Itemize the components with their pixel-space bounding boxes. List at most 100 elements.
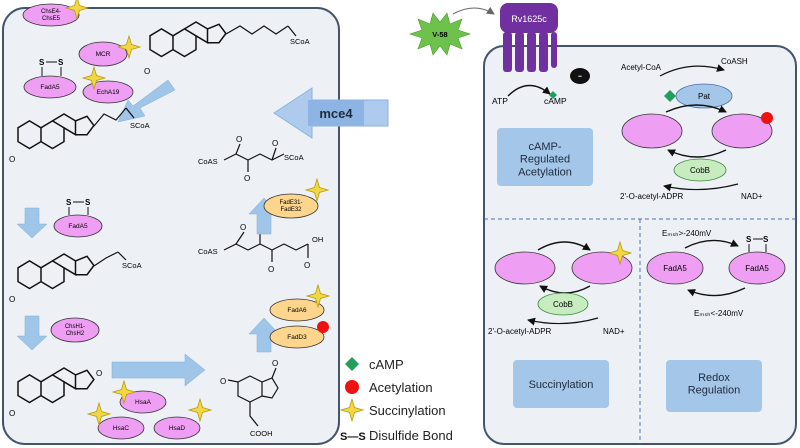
svg-text:V-58: V-58 [432, 30, 447, 39]
molecule-7: CoAS O O O SCoA [198, 135, 304, 183]
svg-text:FadA5: FadA5 [68, 223, 88, 230]
cobb-enzyme-bottom: CobB [537, 292, 589, 316]
svg-text:O: O [272, 359, 278, 368]
camp-diamond-icon [664, 90, 676, 102]
svg-text:S: S [58, 58, 64, 67]
molecule-1: O SCoA [144, 21, 310, 76]
protein-unmodified [621, 113, 683, 149]
svg-text:CoAS: CoAS [198, 157, 218, 166]
v58-binding-arrow [452, 6, 495, 15]
enzyme-fadd3: FadD3 [269, 325, 325, 349]
disulfide-bond-mid: S S [66, 198, 91, 215]
svg-text:cAMP: cAMP [544, 96, 567, 106]
arrow-step-5 [248, 317, 280, 353]
svg-text:O: O [272, 139, 278, 148]
svg-text:Acetylation: Acetylation [369, 380, 433, 395]
svg-text:S: S [39, 58, 45, 67]
disulfide-bond-top: S S [39, 58, 64, 76]
cobb-enzyme-top: CobB [673, 158, 727, 182]
svg-text:S: S [85, 198, 91, 207]
pat-enzyme: Pat [675, 83, 733, 109]
molecule-5: O O COOH [220, 359, 279, 438]
svg-text:O: O [9, 295, 15, 304]
svg-text:O: O [304, 261, 310, 270]
enzyme-echa19: EchA19 [82, 80, 134, 104]
svg-text:Succinylation: Succinylation [369, 403, 446, 418]
svg-text:SCoA: SCoA [130, 121, 150, 130]
svg-text:S: S [746, 235, 752, 244]
svg-text:cAMP: cAMP [369, 357, 404, 372]
svg-text:O: O [236, 135, 242, 144]
legend-item-disulfide: S—S Disulfide Bond [340, 428, 453, 443]
svg-text:CobB: CobB [690, 166, 710, 175]
enzyme-fada5-mid: FadA5 [53, 214, 103, 238]
svg-text:NAD+: NAD+ [603, 327, 625, 336]
acetylation-dot-icon [761, 112, 773, 124]
svg-text:FadA6: FadA6 [287, 307, 307, 314]
svg-text:FadA5: FadA5 [40, 84, 60, 91]
left-panel [2, 7, 340, 445]
svg-text:O: O [220, 377, 226, 386]
enzyme-hsaa: HsaA [119, 390, 167, 414]
svg-text:FadA5: FadA5 [745, 264, 769, 273]
svg-text:ChsE4-ChsE5: ChsE4-ChsE5 [41, 9, 61, 22]
atp-to-camp-arrow [507, 84, 551, 97]
cobb-top-arrow [663, 183, 739, 192]
svg-text:HsaC: HsaC [113, 425, 130, 432]
enzyme-fada5-top: FadA5 [23, 75, 77, 99]
camp-diamond-icon [345, 357, 359, 371]
svg-text:HsaD: HsaD [169, 425, 186, 432]
molecule-2: O SCoA [9, 107, 150, 164]
svg-text:Pat: Pat [698, 92, 711, 101]
svg-text:CoAS: CoAS [198, 247, 218, 256]
svg-text:S—S: S—S [340, 431, 366, 443]
enzyme-fade: FadE31-FadE32 [263, 193, 319, 219]
svg-text:ATP: ATP [492, 96, 508, 106]
legend-item-acetylation: Acetylation [345, 380, 433, 395]
svg-text:NAD+: NAD+ [741, 192, 763, 201]
svg-text:Disulfide Bond: Disulfide Bond [369, 428, 453, 443]
legend-item-camp: cAMP [345, 357, 404, 372]
arrow-step-2 [16, 207, 48, 239]
v58-ligand: V-58 [409, 12, 471, 56]
svg-text:S: S [763, 235, 769, 244]
svg-text:O: O [244, 174, 250, 183]
acetylation-forward-arrow [665, 104, 727, 113]
svg-text:Rv1625c: Rv1625c [511, 14, 547, 24]
acetylcoa-arrow [659, 64, 725, 77]
svg-text:COOH: COOH [250, 429, 273, 438]
svg-text:O: O [9, 409, 15, 418]
svg-text:S: S [66, 198, 72, 207]
svg-text:O: O [240, 223, 246, 232]
acetylation-dot-icon [345, 380, 359, 394]
svg-text:O: O [96, 369, 102, 378]
fada5-reduced: FadA5 [646, 251, 704, 285]
svg-text:SCoA: SCoA [122, 261, 142, 270]
disulfide-bond-redox: S S [746, 235, 769, 252]
svg-text:Acetyl-CoA: Acetyl-CoA [621, 63, 662, 72]
arrow-step-3 [16, 315, 48, 351]
redox-reduction-arrow [687, 287, 746, 297]
arrow-step-4 [111, 353, 206, 387]
svg-text:CobB: CobB [553, 300, 573, 309]
svg-text:Eₘₛₕ<-240mV: Eₘₛₕ<-240mV [694, 309, 744, 318]
enzyme-fada6: FadA6 [269, 298, 325, 322]
svg-text:Eₘₛₕ>-240mV: Eₘₛₕ>-240mV [662, 229, 712, 238]
mce4-transporter-arrow: mce4 [273, 87, 389, 139]
enzyme-hsac: HsaC [97, 416, 145, 440]
legend: cAMP Acetylation Succinylation S—S Disul… [340, 357, 453, 443]
svg-text:HsaA: HsaA [135, 399, 152, 406]
cobb-bottom-arrow [527, 317, 599, 326]
svg-text:SCoA: SCoA [284, 153, 304, 162]
redox-oxidation-arrow [684, 239, 739, 249]
succinylation-star-icon [340, 398, 364, 422]
svg-text:O: O [268, 265, 274, 274]
svg-text:2'-O-acetyl-ADPR: 2'-O-acetyl-ADPR [620, 192, 684, 201]
fada5-oxidized: FadA5 [728, 251, 786, 285]
svg-text:CoASH: CoASH [721, 57, 748, 66]
enzyme-mcr: MCR [78, 41, 128, 67]
svg-text:FadD3: FadD3 [287, 334, 307, 341]
